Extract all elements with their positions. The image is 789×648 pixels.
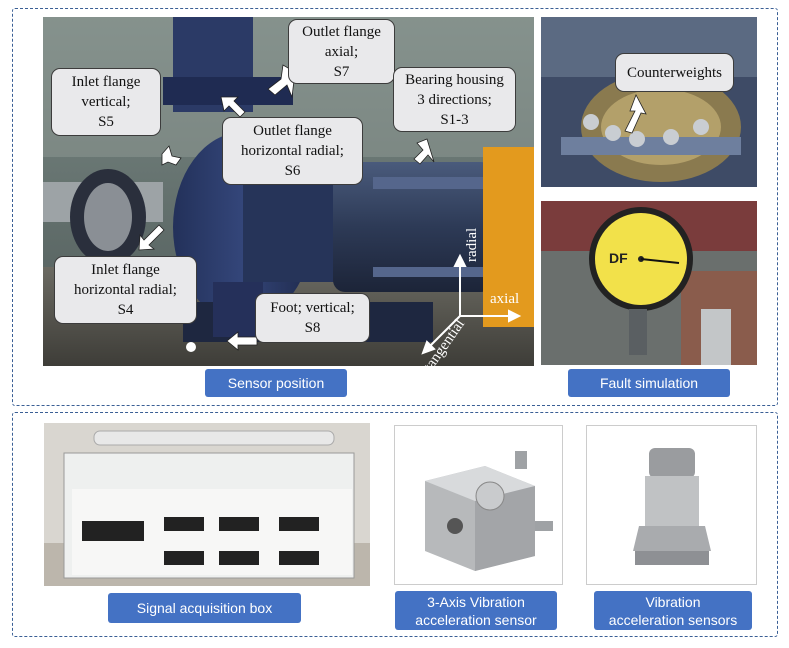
caption-signal-acquisition-box: Signal acquisition box [108,593,301,623]
caption-triaxial-sensor: 3-Axis Vibration acceleration sensor [395,591,557,630]
arrow-s8 [226,331,258,351]
caption-fault-simulation: Fault simulation [568,369,730,397]
caption-uniaxial-sensors: Vibration acceleration sensors [594,591,752,630]
callout-counterweights: Counterweights [615,53,734,92]
counterweights-arrow [624,94,647,134]
uniaxial-sensor-photo [586,425,757,585]
fault-simulation-photo: DF [541,201,757,365]
bottom-panel [12,412,778,637]
signal-acquisition-box-photo [44,423,370,586]
callout-foot-vertical: Foot; vertical; S8 [255,293,370,343]
top-panel [12,8,778,406]
callout-inlet-flange-radial: Inlet flange horizontal radial; S4 [54,256,197,324]
arrow-s6 [220,96,246,118]
triaxial-sensor-photo [394,425,563,585]
callout-outlet-flange-radial: Outlet flange horizontal radial; S6 [222,117,363,185]
arrow-s4 [138,224,165,251]
axis-label-axial: axial [490,291,520,307]
arrow-s1-3 [413,138,435,165]
svg-text:DF: DF [609,250,628,266]
arrow-s5 [161,145,182,166]
callout-inlet-flange-vertical: Inlet flange vertical; S5 [51,68,161,136]
axis-label-radial: radial [464,227,480,262]
counterweights-photo [541,17,757,187]
callout-outlet-flange-axial: Outlet flange axial; S7 [288,19,395,84]
caption-sensor-position: Sensor position [205,369,347,397]
callout-bearing-housing: Bearing housing 3 directions; S1-3 [393,67,516,132]
